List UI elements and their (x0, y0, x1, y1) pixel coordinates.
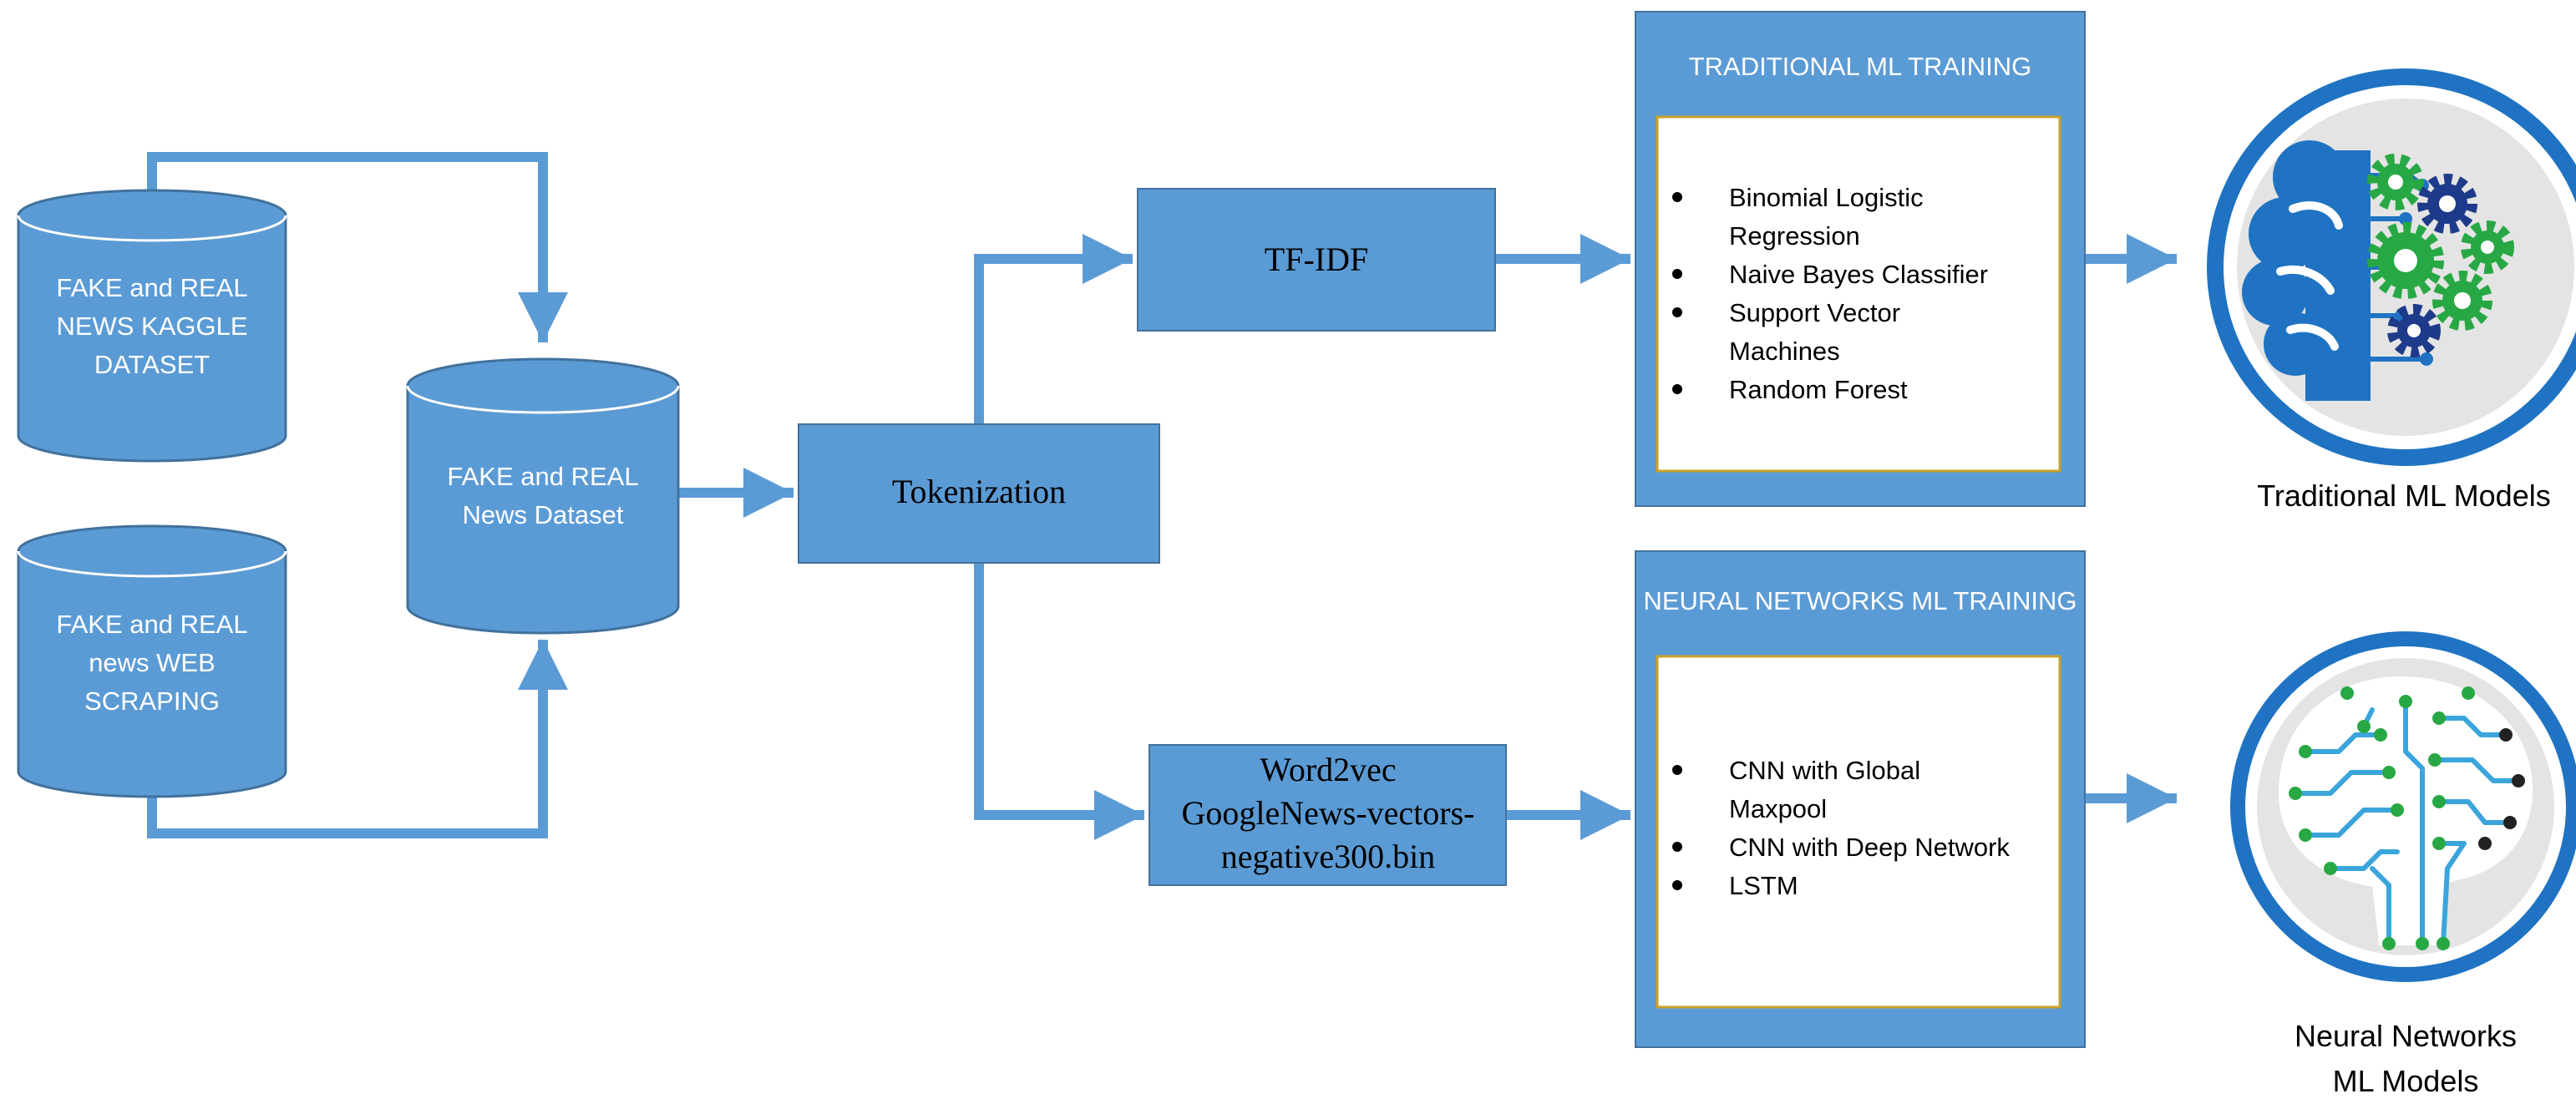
traditional-item-1-line2: Regression (1729, 221, 1860, 251)
traditional-training-panel: TRADITIONAL ML TRAINING Binomial Logisti… (1635, 11, 2086, 507)
connectors (147, 152, 2177, 840)
merged-label-line2: News Dataset (463, 500, 624, 529)
bullet (1672, 880, 1682, 890)
word2vec-label-line2: GoogleNews-vectors- (1182, 794, 1475, 832)
kaggle-dataset-cylinder: FAKE and REAL NEWS KAGGLE DATASET (17, 189, 287, 463)
scraping-label-line3: SCRAPING (84, 686, 220, 716)
scraping-to-merged-arrow (147, 640, 568, 838)
traditional-item-4-line1: Random Forest (1729, 375, 1908, 404)
neural-model-label-line2: ML Models (2333, 1064, 2479, 1098)
bullet (1672, 842, 1682, 852)
kaggle-to-merged-arrow (147, 152, 568, 342)
tfidf-box: TF-IDF (1137, 188, 1496, 332)
traditional-item-3-line2: Machines (1729, 337, 1840, 366)
scraping-dataset-cylinder: FAKE and REAL news WEB SCRAPING (17, 524, 287, 798)
traditional-list: Binomial Logistic Regression Naive Bayes… (1672, 183, 1988, 404)
merged-label-line1: FAKE and REAL (447, 462, 638, 491)
kaggle-label-line2: NEWS KAGGLE (56, 311, 247, 341)
neural-item-2-line1: CNN with Deep Network (1729, 833, 2010, 862)
traditional-title: TRADITIONAL ML TRAINING (1689, 52, 2032, 81)
traditional-model-label: Traditional ML Models (2257, 479, 2550, 513)
bullet (1672, 765, 1682, 775)
word2vec-box: Word2vec GoogleNews-vectors- negative300… (1149, 744, 1507, 886)
neural-list: CNN with Global Maxpool CNN with Deep Ne… (1672, 756, 2010, 900)
neural-model-label-line1: Neural Networks (2295, 1019, 2517, 1053)
neural-title: NEURAL NETWORKS ML TRAINING (1643, 586, 2077, 615)
scraping-label-line1: FAKE and REAL (56, 610, 247, 639)
tokenization-label: Tokenization (892, 473, 1066, 510)
tokenization-to-tfidf-arrow (974, 234, 1133, 424)
traditional-item-2-line1: Naive Bayes Classifier (1729, 260, 1988, 289)
tfidf-label: TF-IDF (1265, 241, 1368, 278)
traditional-item-3-line1: Support Vector (1729, 298, 1900, 327)
neural-item-1-line2: Maxpool (1729, 794, 1827, 823)
neural-item-3-line1: LSTM (1729, 871, 1798, 900)
merged-dataset-cylinder: FAKE and REAL News Dataset (406, 357, 680, 635)
bullet (1672, 192, 1682, 202)
bullet (1672, 384, 1682, 394)
neural-training-panel: NEURAL NETWORKS ML TRAINING CNN with Glo… (1635, 550, 2086, 1048)
tokenization-box: Tokenization (798, 423, 1160, 564)
scraping-label-line2: news WEB (89, 648, 216, 677)
word2vec-label-line3: negative300.bin (1221, 838, 1436, 875)
neural-list-box (1656, 655, 2061, 1009)
neural-item-1-line1: CNN with Global (1729, 756, 1920, 785)
traditional-list-box (1656, 115, 2061, 473)
bullet (1672, 307, 1682, 317)
kaggle-label-line1: FAKE and REAL (56, 273, 247, 302)
kaggle-label-line3: DATASET (94, 350, 210, 379)
traditional-item-1-line1: Binomial Logistic (1729, 183, 1924, 212)
brain-gears-icon (2207, 68, 2576, 466)
bullet (1672, 269, 1682, 279)
word2vec-label-line1: Word2vec (1260, 751, 1396, 788)
brain-circuit-icon (2230, 631, 2576, 982)
tokenization-to-word2vec-arrow (974, 563, 1144, 840)
